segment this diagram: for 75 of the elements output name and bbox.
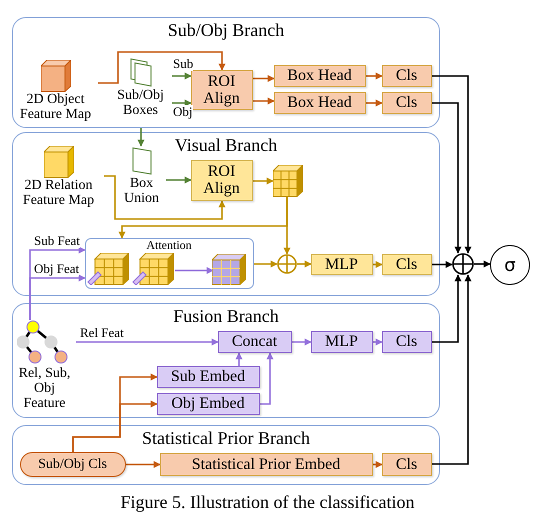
arrow (474, 260, 491, 268)
arrow (292, 338, 312, 346)
arrow (253, 98, 275, 104)
edge-label: Obj (173, 105, 192, 119)
arrow (29, 274, 86, 320)
branch-panel (12, 17, 440, 128)
arrow (104, 175, 226, 220)
arrow (373, 461, 383, 468)
edge-label: Sub Feat (34, 234, 80, 248)
edge-label: Obj Feat (34, 262, 80, 276)
process-box: ROI Align (190, 160, 252, 200)
process-box: Statistical Prior Embed (160, 452, 372, 476)
arrow (118, 197, 288, 239)
process-box: Box Head (274, 92, 366, 114)
process-box: Sub Embed (156, 366, 260, 388)
arrow (432, 102, 462, 254)
arrow (373, 338, 383, 346)
arrow (432, 261, 453, 268)
arrow (126, 461, 161, 468)
process-box: Cls (382, 92, 432, 114)
arrow (297, 260, 312, 268)
node-label: Box Union (123, 176, 160, 206)
arrow (254, 260, 278, 268)
attention-panel (84, 238, 254, 288)
sum-icon (452, 253, 474, 275)
node-label: Sub/Obj Boxes (116, 88, 165, 118)
arrow (172, 100, 192, 106)
arrow (253, 75, 275, 82)
arrow (432, 274, 472, 465)
arrow (72, 400, 158, 452)
arrow (76, 338, 219, 346)
process-box: MLP (310, 330, 372, 352)
arrow (373, 261, 383, 268)
arrow (260, 352, 274, 405)
process-box: Cls (382, 330, 432, 352)
arrow (166, 176, 192, 184)
arrow (432, 75, 472, 254)
arrow (98, 51, 226, 84)
branch-panel (12, 132, 440, 296)
feature-cube-icon (87, 253, 129, 285)
panel-title: Statistical Prior Branch (142, 427, 310, 449)
process-box: Cls (382, 64, 432, 86)
panel-title: Fusion Branch (173, 305, 279, 327)
process-box: Concat (218, 330, 292, 352)
figure-caption: Figure 5. Illustration of the classification (120, 492, 414, 512)
branch-panel (12, 303, 440, 418)
branch-panel (12, 425, 440, 485)
edge-label: Rel Feat (80, 326, 124, 340)
arrow (366, 72, 383, 80)
node-label: Rel, Sub, Obj Feature (18, 366, 72, 410)
node-label: 2D Object Feature Map (18, 92, 92, 122)
activation-circle: σ (490, 245, 530, 285)
arrow (172, 72, 192, 80)
feature-cube-icon (272, 164, 302, 196)
arrow (253, 178, 274, 184)
node-label: 2D Relation Feature Map (22, 178, 96, 208)
process-box: Cls (382, 254, 432, 274)
sum-icon (276, 254, 296, 274)
process-box: MLP (310, 254, 372, 274)
panel-title: Visual Branch (174, 134, 278, 156)
arrow (432, 274, 462, 343)
process-box: Cls (382, 452, 432, 476)
feature-cube-icon (212, 254, 246, 285)
process-box: Obj Embed (156, 392, 260, 414)
attention-label: Attention (146, 238, 192, 250)
arrow (175, 267, 214, 274)
arrow (366, 100, 383, 106)
input-terminal: Sub/Obj Cls (20, 452, 126, 476)
arrow (236, 352, 242, 366)
feature-cube-icon (132, 253, 174, 285)
panel-title: Sub/Obj Branch (168, 19, 284, 41)
edge-label: Sub (173, 57, 194, 71)
arrow (138, 128, 144, 147)
process-box: ROI Align (190, 70, 252, 110)
process-box: Box Head (274, 64, 366, 86)
